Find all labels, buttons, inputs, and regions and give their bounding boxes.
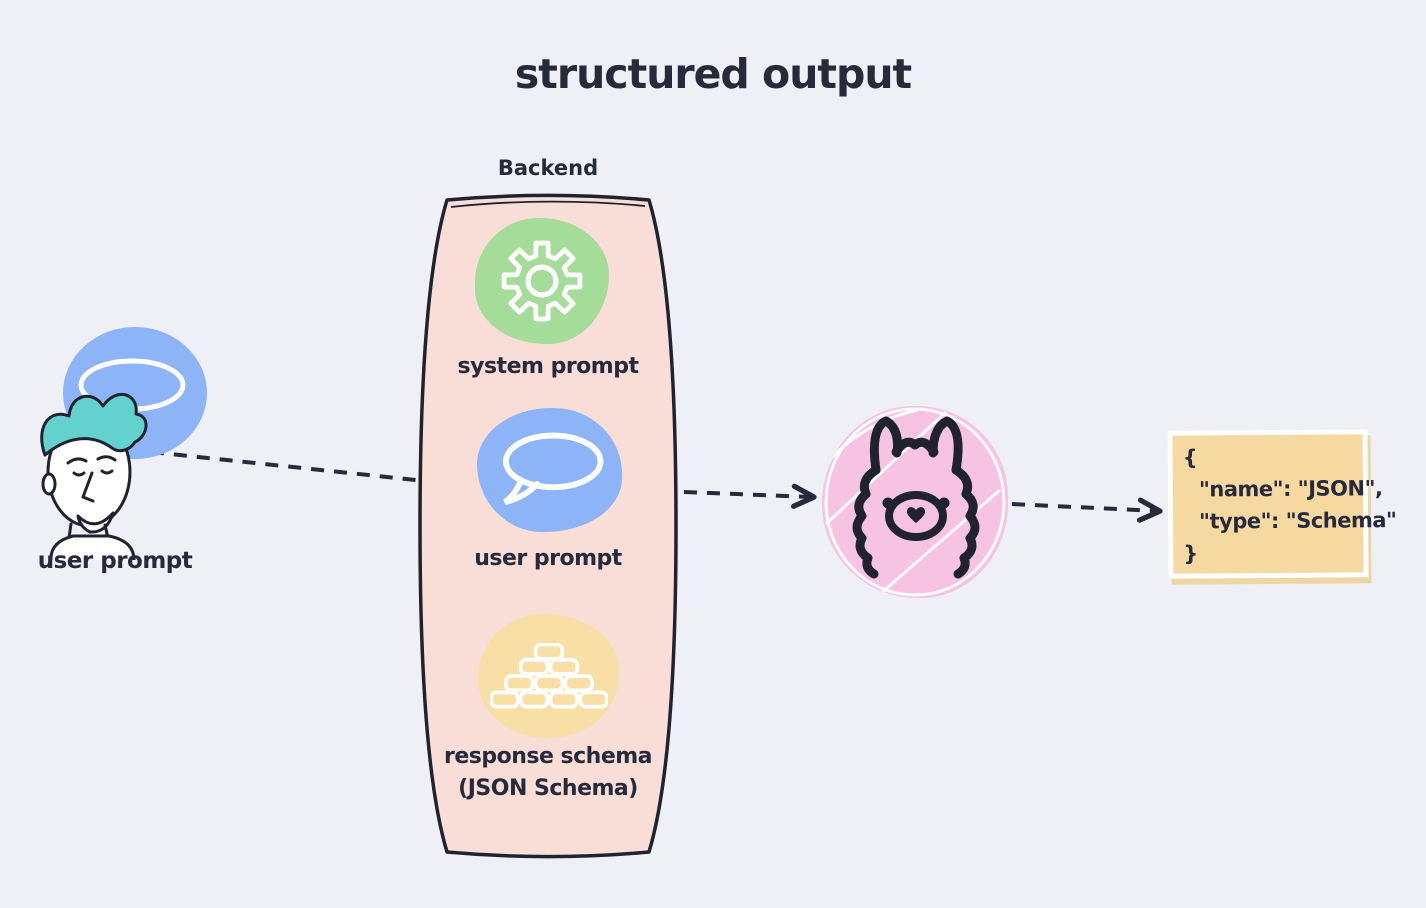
gear-icon bbox=[501, 240, 583, 322]
user-prompt-label: user prompt bbox=[37, 548, 193, 574]
json-line: "name": "JSON", bbox=[1198, 476, 1383, 502]
llama-icon bbox=[822, 407, 1006, 597]
person-illustration bbox=[40, 393, 148, 560]
response-schema-sublabel: (JSON Schema) bbox=[458, 776, 638, 801]
llm-node bbox=[822, 406, 1008, 598]
system-prompt-label: system prompt bbox=[457, 354, 639, 379]
json-line: { bbox=[1182, 445, 1198, 470]
json-line: } bbox=[1183, 541, 1198, 566]
node-system-prompt bbox=[475, 218, 609, 344]
diagram-title: structured output bbox=[514, 50, 912, 98]
json-line: "type": "Schema" bbox=[1199, 508, 1397, 534]
user-figure bbox=[40, 327, 207, 560]
node-response-schema bbox=[478, 614, 619, 738]
backend-user-prompt-label: user prompt bbox=[474, 546, 622, 571]
arrow-user-to-backend bbox=[150, 450, 477, 497]
node-user-prompt bbox=[477, 408, 622, 532]
speech-bubble-icon bbox=[502, 432, 603, 506]
backend-label: Backend bbox=[497, 156, 599, 180]
arrow-backend-to-llm bbox=[683, 483, 817, 509]
response-schema-label: response schema bbox=[443, 744, 653, 769]
bricks-icon bbox=[489, 643, 608, 709]
arrow-llm-to-output bbox=[1011, 497, 1163, 523]
json-output-box: { "name": "JSON", "type": "Schema" } bbox=[1167, 429, 1397, 579]
